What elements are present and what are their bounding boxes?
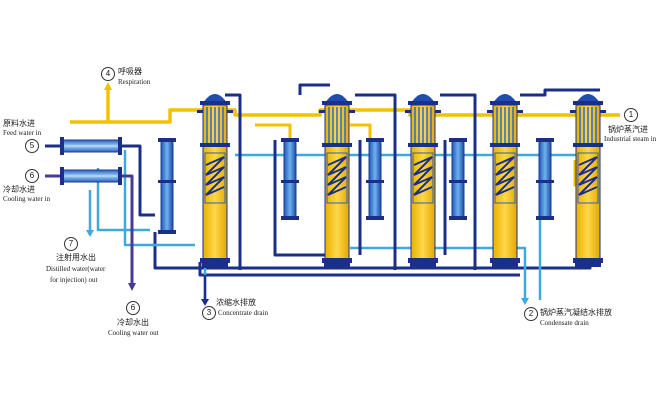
condensate-number: 2: [524, 307, 538, 321]
steam-in-number: 1: [624, 108, 638, 122]
distilled-en-2: for injection) out: [50, 276, 98, 284]
cool-in-number: 6: [25, 169, 39, 183]
distilled-en-1: Distilled water(water: [46, 265, 106, 273]
steam-in-zh: 锅炉蒸汽进: [608, 125, 648, 134]
concentrate-en: Concentrate drain: [218, 309, 268, 317]
evaporator-column: [197, 94, 233, 267]
condensate-line: [350, 210, 542, 300]
steam-in-en: Industrial steam in: [604, 135, 657, 143]
evaporator-column: [319, 94, 355, 267]
heat-exchangers: [60, 137, 122, 185]
concentrate-number: 3: [202, 306, 216, 320]
evaporator-columns: [197, 94, 606, 267]
condensate-en: Condensate drain: [540, 319, 589, 327]
vertical-condenser: [536, 138, 554, 220]
condensate-arrow: [521, 298, 529, 305]
condensate-zh: 锅炉蒸汽凝结水排放: [540, 308, 612, 317]
respiration-number: 4: [101, 67, 115, 81]
cool-in-en: Cooling water in: [3, 195, 51, 203]
vertical-condenser: [449, 138, 467, 220]
vertical-condenser: [158, 138, 176, 234]
feed-in-zh: 原料水进: [3, 119, 35, 128]
feed-in-number: 5: [25, 139, 39, 153]
feed-in-en: Feed water in: [3, 129, 42, 137]
respiration-en: Respiration: [118, 78, 151, 86]
concentrate-zh: 浓缩水排放: [216, 298, 256, 307]
steam-crossover-2: [350, 123, 372, 140]
dark-connector-6: [273, 140, 330, 257]
feed-connector: [118, 144, 155, 217]
cooling-out-pipe: [118, 174, 134, 285]
concentrate-arrow: [201, 299, 209, 306]
dark-connector-4: [440, 93, 477, 270]
distilled-number: 7: [64, 237, 78, 251]
respiration-zh: 呼吸器: [118, 67, 142, 76]
distilled-arrow: [86, 230, 94, 237]
cool-out-en: Cooling water out: [108, 329, 159, 337]
steam-crossover-1: [255, 123, 292, 140]
evaporator-column: [487, 94, 523, 267]
distilled-zh: 注射用水出: [56, 253, 96, 262]
dark-connector-5: [520, 88, 600, 97]
cool-out-arrow: [128, 283, 136, 291]
respiration-arrow: [104, 82, 112, 90]
bottom-loop-pipe: [198, 262, 520, 277]
evaporator-column: [405, 94, 441, 267]
dark-connector-1: [225, 93, 242, 270]
evaporator-column: [570, 94, 606, 267]
condensers: [158, 138, 554, 234]
light-blue-line-1: [123, 150, 195, 247]
vertical-condenser: [281, 138, 299, 220]
cool-in-zh: 冷却水进: [3, 185, 35, 194]
vertical-condenser: [366, 138, 384, 220]
dark-connector-2: [298, 83, 330, 95]
cool-out-zh: 冷却水出: [117, 318, 149, 327]
dark-connector-3: [355, 93, 397, 270]
cool-out-number: 6: [126, 301, 140, 315]
